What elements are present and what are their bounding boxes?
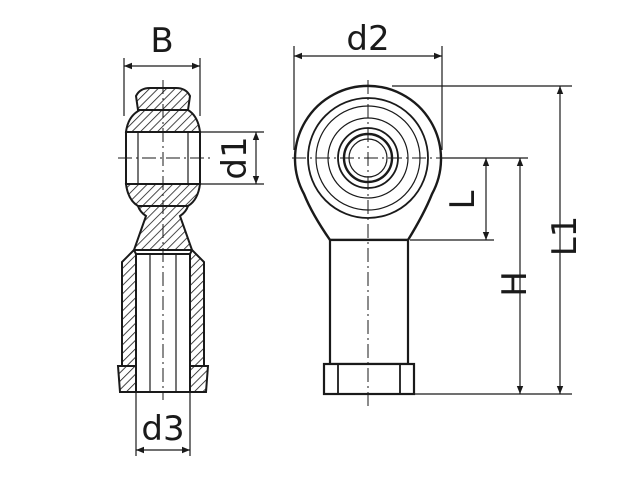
label-d3: d3 — [141, 409, 184, 449]
side-section-view: B d1 d3 — [116, 21, 264, 456]
shank-left-wall — [121, 248, 137, 367]
front-hex — [322, 362, 416, 396]
label-b: B — [150, 21, 173, 61]
label-d2: d2 — [346, 19, 389, 59]
label-d1: d1 — [215, 136, 255, 179]
label-l: L — [443, 190, 483, 209]
shank-right-wall — [189, 248, 205, 367]
housing-upper — [124, 109, 202, 133]
label-h: H — [495, 271, 535, 297]
label-l1: L1 — [545, 216, 585, 257]
front-shank — [328, 238, 410, 366]
front-view: d2 L H L1 — [292, 19, 585, 410]
